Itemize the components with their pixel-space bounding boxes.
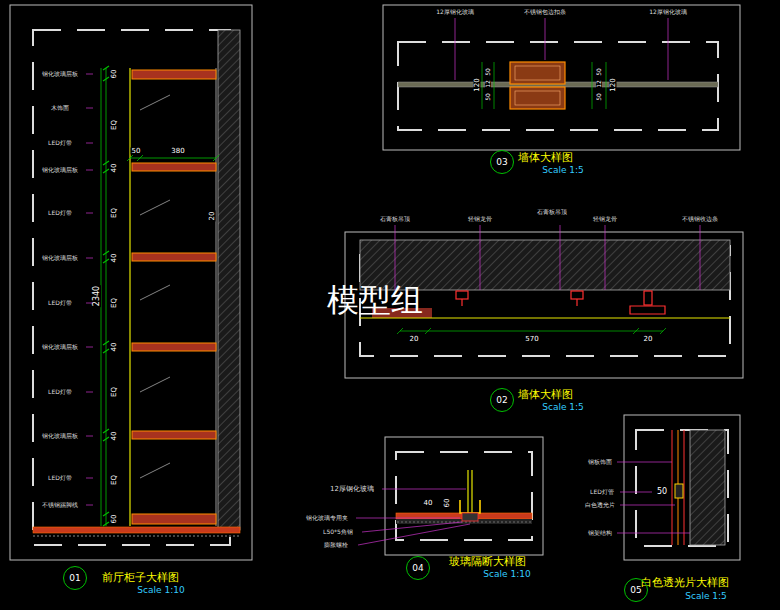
callout-text: 石膏板吊顶 <box>537 209 567 215</box>
dimension: EQ <box>111 297 118 309</box>
callout-text: 不锈钢收边条 <box>682 216 718 222</box>
callout-text: LED灯带 <box>48 210 72 216</box>
dimension: 50 <box>485 92 491 102</box>
dimension: 20 <box>409 336 420 343</box>
callout-text: 钢架结构 <box>588 530 612 536</box>
callout-text: 不锈钢包边扣条 <box>524 9 566 15</box>
drawing-title: 墙体大样图 <box>518 389 573 400</box>
dimension: 2340 <box>93 285 101 307</box>
callout-circle: 04 <box>406 556 430 580</box>
callout-text: 钢化玻璃层板 <box>42 71 78 77</box>
dimension: 20 <box>643 336 654 343</box>
scale-note: Scale 1:10 <box>483 570 530 579</box>
dimension: 60 <box>444 498 451 509</box>
callout-text: 钢化玻璃专用夹 <box>306 515 348 521</box>
dimension: EQ <box>111 207 118 219</box>
callout-text: 木饰面 <box>51 105 69 111</box>
drawing-title: 前厅柜子大样图 <box>102 572 179 583</box>
drawing-title: 玻璃隔断大样图 <box>449 556 526 567</box>
callout-text: 膨胀螺栓 <box>324 542 348 548</box>
drawing-title: 墙体大样图 <box>518 152 573 163</box>
callout-circle: 02 <box>490 388 514 412</box>
dimension: EQ <box>111 119 118 131</box>
dimension: 20 <box>209 211 216 222</box>
callout-text: 12厚钢化玻璃 <box>330 486 374 493</box>
callout-circle: 03 <box>490 150 514 174</box>
callout-text: LED灯带 <box>48 475 72 481</box>
dimension: 380 <box>170 148 185 155</box>
dimension: 570 <box>524 336 539 343</box>
dimension: 120 <box>610 77 617 92</box>
callout-text: LED灯带 <box>48 140 72 146</box>
dimension: 12 <box>485 79 491 89</box>
dimension: 40 <box>111 431 118 442</box>
callout-number: 01 <box>69 574 80 583</box>
dimension: 50 <box>131 148 142 155</box>
callout-number: 02 <box>496 396 507 405</box>
dimension: 60 <box>111 69 118 80</box>
callout-text: LED灯带 <box>48 389 72 395</box>
callout-text: 不锈钢踢脚线 <box>42 502 78 508</box>
callout-text: LED灯管 <box>590 489 614 495</box>
dimension: 120 <box>474 77 481 92</box>
callout-text: 钢化玻璃层板 <box>42 167 78 173</box>
dimension: 60 <box>111 514 118 525</box>
dimension: EQ <box>111 474 118 486</box>
scale-note: Scale 1:5 <box>542 403 584 412</box>
dimension: 50 <box>596 67 602 77</box>
dimension: 50 <box>656 488 668 496</box>
drawing-title: 白色透光片大样图 <box>641 577 729 588</box>
callout-number: 03 <box>496 158 507 167</box>
callout-text: 钢板饰面 <box>588 459 612 465</box>
callout-circle: 01 <box>63 566 87 590</box>
watermark: 模型组 <box>327 284 423 316</box>
callout-text: 白色透光片 <box>585 502 615 508</box>
callout-text: 12厚钢化玻璃 <box>436 9 474 15</box>
callout-text: 轻钢龙骨 <box>468 216 492 222</box>
callout-number: 04 <box>412 564 423 573</box>
callout-text: 钢化玻璃层板 <box>42 433 78 439</box>
dimension: 40 <box>423 500 434 507</box>
callout-text: L50*5角钢 <box>323 529 353 535</box>
callout-number: 05 <box>630 586 641 595</box>
dimension: 12 <box>596 79 602 89</box>
scale-note: Scale 1:5 <box>542 166 584 175</box>
dimension: 50 <box>596 92 602 102</box>
callout-text: 钢化玻璃层板 <box>42 255 78 261</box>
dimension: 50 <box>485 67 491 77</box>
callout-text: 钢化玻璃层板 <box>42 344 78 350</box>
callout-text: 12厚钢化玻璃 <box>649 9 687 15</box>
scale-note: Scale 1:5 <box>685 592 727 601</box>
callout-text: LED灯带 <box>48 300 72 306</box>
dimension: 40 <box>111 253 118 264</box>
dimension: 40 <box>111 342 118 353</box>
callout-circle: 05 <box>624 578 648 602</box>
callout-text: 石膏板吊顶 <box>380 216 410 222</box>
scale-note: Scale 1:10 <box>137 586 184 595</box>
dimension: 40 <box>111 163 118 174</box>
callout-text: 轻钢龙骨 <box>593 216 617 222</box>
dimension: EQ <box>111 386 118 398</box>
